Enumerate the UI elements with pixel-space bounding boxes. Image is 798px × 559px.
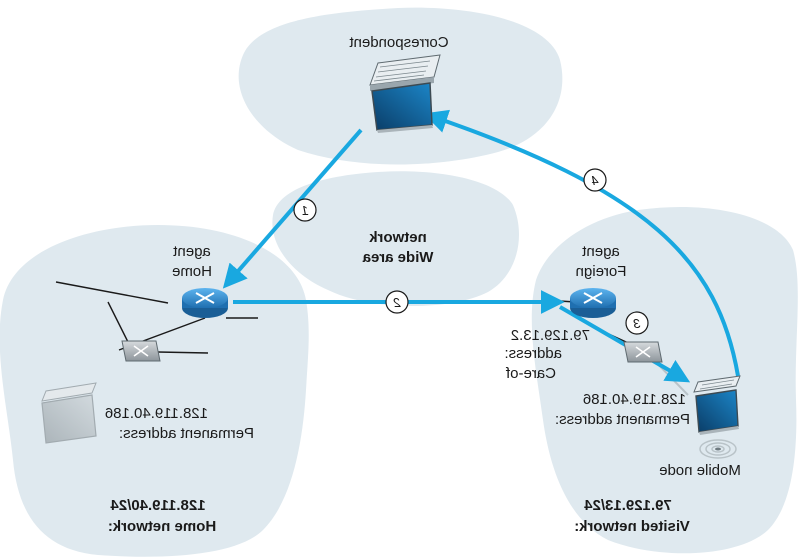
mobile-node-laptop-icon	[693, 375, 741, 459]
step-4-label: 4	[591, 173, 598, 188]
step-3-marker	[625, 311, 649, 335]
step-2-label: 2	[393, 295, 402, 310]
visited-switch-icon	[623, 341, 663, 363]
step-4-marker	[583, 168, 607, 192]
wide-area-cloud	[272, 171, 520, 307]
foreign-agent-label-line1: Foreign	[576, 263, 627, 280]
wireless-signal-icon	[699, 439, 737, 459]
correspondent-label-text: Correspondent	[349, 34, 449, 51]
home-agent-router-icon	[182, 288, 228, 318]
care-of-address-line2: address:	[504, 345, 562, 362]
step-3-label: 3	[633, 316, 641, 331]
home-network-label-line2: 128.119.40/24	[110, 497, 206, 514]
wide-area-label-line2: network	[369, 229, 427, 246]
mobile-node-label: Mobile node	[659, 462, 741, 479]
care-of-address-line3: 79.129.13.2	[511, 327, 590, 344]
arrow-step-4	[423, 109, 740, 377]
foreign-agent-router-icon	[570, 288, 616, 318]
arrow-step-1	[222, 128, 363, 289]
visited-network-label-line2: 79.129.13/24	[584, 497, 672, 514]
visited-permanent-address-line2: 128.119.40.186	[583, 391, 686, 408]
care-of-address-line1: Care-of	[505, 365, 556, 382]
wide-area-label-line1: Wide area	[362, 249, 433, 266]
home-ghost-laptop-icon	[41, 382, 97, 444]
step-1-marker	[293, 198, 317, 222]
visited-network-label-line1: Visited network:	[574, 518, 690, 535]
home-permanent-address-line1: Permanent address:	[119, 425, 254, 442]
foreign-agent-label-line2: agent	[581, 243, 619, 260]
step-markers	[293, 168, 649, 335]
home-switch-icon	[121, 340, 161, 362]
visited-permanent-address-line1: Permanent address:	[555, 411, 690, 428]
step-2-marker	[385, 290, 409, 314]
home-agent-label-line1: Home	[172, 263, 212, 280]
home-permanent-address-line2: 128.119.40.186	[105, 405, 208, 422]
step-1-label: 1	[301, 203, 308, 218]
visited-network-cloud	[0, 225, 309, 557]
home-network-label-line1: Home network:	[108, 518, 216, 535]
correspondent-computer-icon	[369, 54, 441, 133]
home-agent-label-line2: agent	[172, 243, 210, 260]
arrow-step-3	[558, 305, 691, 383]
